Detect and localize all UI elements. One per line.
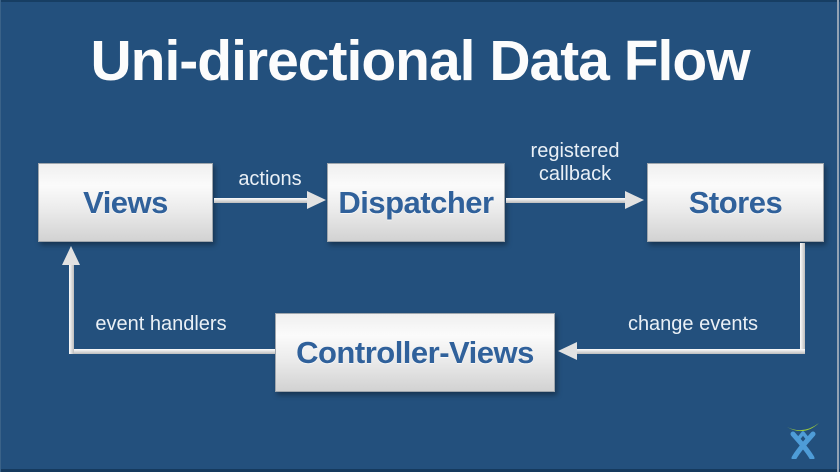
edge-label-event-handlers: event handlers — [95, 313, 227, 335]
arrowhead-right-icon — [307, 191, 326, 209]
node-stores: Stores — [647, 163, 824, 242]
arrowhead-up-icon — [62, 246, 80, 265]
edge-label-actions: actions — [238, 168, 302, 190]
arrowhead-left-icon — [558, 342, 577, 360]
frame-edge-right — [837, 0, 839, 472]
page-title: Uni-directional Data Flow — [90, 29, 750, 93]
atlassian-logo-icon — [787, 423, 819, 459]
node-controller-views: Controller-Views — [275, 313, 555, 392]
arrow-controller-views-left-segment — [69, 349, 275, 354]
frame-edge-left — [0, 0, 1, 472]
arrowhead-right-icon — [625, 191, 644, 209]
node-controller-views-label: Controller-Views — [296, 334, 534, 370]
node-views-label: Views — [83, 184, 168, 220]
arrow-stores-down-segment — [800, 243, 805, 354]
frame-edge-top — [0, 0, 840, 2]
node-stores-label: Stores — [688, 184, 783, 220]
frame-edge-bottom — [0, 469, 840, 472]
arrow-views-to-dispatcher — [214, 198, 308, 203]
node-dispatcher: Dispatcher — [327, 163, 505, 242]
node-views: Views — [38, 163, 213, 242]
edge-label-registered-callback: registered callback — [530, 140, 620, 185]
arrow-stores-to-controller-views — [577, 349, 805, 354]
arrow-controller-views-to-views — [69, 264, 74, 354]
node-dispatcher-label: Dispatcher — [338, 184, 494, 220]
arrow-dispatcher-to-stores — [506, 198, 626, 203]
edge-label-change-events: change events — [627, 313, 759, 335]
